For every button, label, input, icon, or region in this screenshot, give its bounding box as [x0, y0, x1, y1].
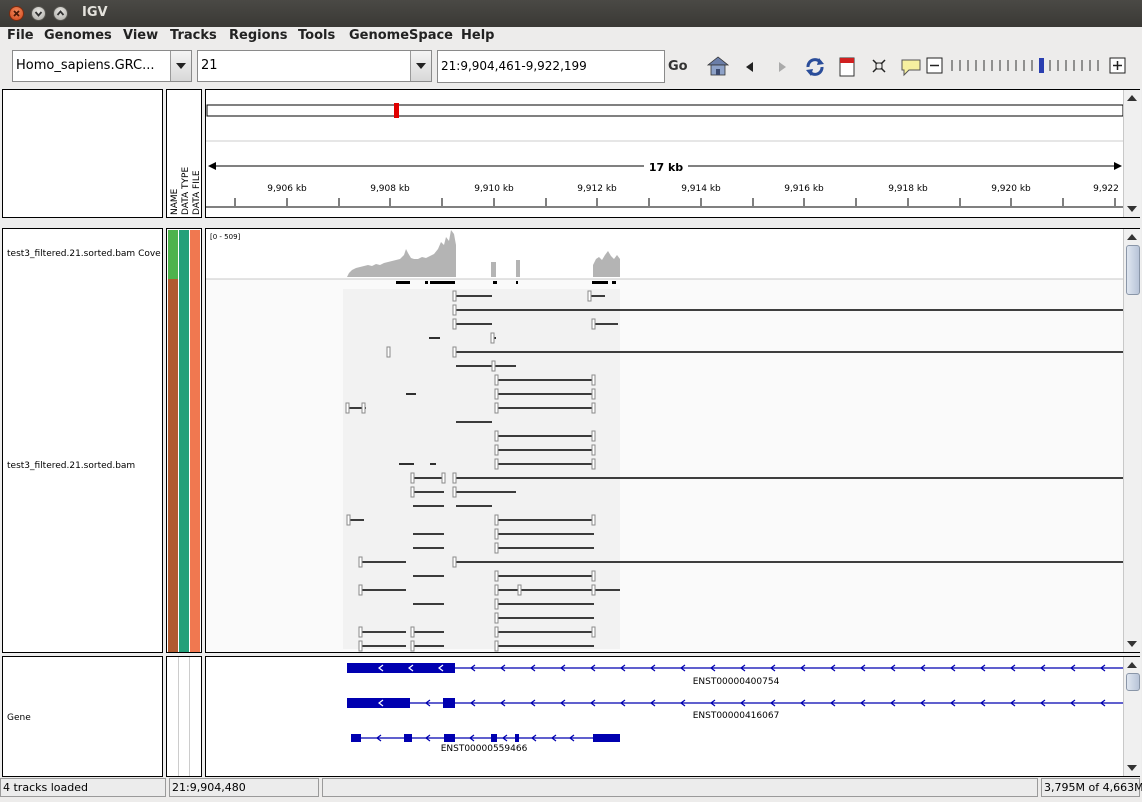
transcript-label: ENST00000416067 [693, 711, 780, 721]
feature-panel-scrollbar[interactable] [1123, 657, 1141, 776]
ruler-tick-label: 9,920 kb [991, 184, 1031, 194]
gene-track-name[interactable]: Gene [7, 713, 31, 723]
data-panel[interactable]: [0 - 509] [205, 228, 1141, 653]
locus-input[interactable]: 21:9,904,461-9,922,199 [437, 50, 665, 83]
maximize-window-button[interactable] [53, 6, 68, 21]
scroll-up-icon[interactable] [1127, 95, 1137, 101]
ruler-panel[interactable]: 17 kb 9,906 kb 9,908 kb 9,910 kb 9,912 k… [205, 89, 1141, 218]
menu-genomes[interactable]: Genomes [44, 28, 112, 43]
chevron-down-icon[interactable] [170, 51, 191, 81]
attr-header-name: NAME [170, 188, 180, 215]
ruler-span-label: 17 kb [649, 161, 683, 174]
menu-view[interactable]: View [123, 28, 159, 43]
chromosome-value: 21 [201, 58, 218, 73]
alignment-svg: [0 - 509] [206, 229, 1124, 652]
status-bar: 4 tracks loaded 21:9,904,480 3,795M of 4… [0, 777, 1142, 802]
transcript-ENST00000416067: ENST00000416067 [347, 698, 1124, 721]
scroll-down-icon[interactable] [1127, 641, 1137, 647]
minimize-icon [34, 11, 43, 17]
current-region-marker [394, 103, 399, 118]
data-panel-scrollbar[interactable] [1123, 229, 1141, 652]
ruler-svg: 17 kb 9,906 kb 9,908 kb 9,910 kb 9,912 k… [206, 103, 1124, 208]
genome-dropdown[interactable]: Homo_sapiens.GRC... [12, 50, 192, 82]
coverage-histogram [347, 230, 456, 277]
home-icon[interactable] [706, 55, 730, 77]
ruler-tick-label: 9,922 [1093, 184, 1119, 194]
region-of-interest-icon[interactable] [838, 56, 856, 78]
refresh-icon[interactable] [803, 55, 827, 79]
alignment-reads [347, 295, 1124, 647]
feature-panel[interactable]: ENST00000400754 ENST00000416067 [205, 656, 1141, 777]
chromosome-dropdown[interactable]: 21 [197, 50, 432, 82]
popup-info-icon[interactable] [900, 57, 922, 77]
attribute-header-panel: NAME DATA TYPE DATA FILE [166, 89, 202, 218]
status-memory[interactable]: 3,795M of 4,663M [1041, 778, 1142, 797]
menu-bar: File Genomes View Tracks Regions Tools G… [0, 27, 1142, 47]
menu-tracks[interactable]: Tracks [170, 28, 217, 43]
scroll-up-icon[interactable] [1127, 662, 1137, 668]
zoom-slider[interactable] [926, 57, 1130, 75]
window-title: IGV [82, 5, 108, 20]
attribute-headers: NAME DATA TYPE DATA FILE [170, 167, 201, 215]
title-bar: IGV [0, 0, 1142, 27]
chevron-down-icon[interactable] [410, 51, 431, 81]
ruler-tick-label: 9,908 kb [370, 184, 410, 194]
minimize-window-button[interactable] [31, 6, 46, 21]
attr-header-datatype: DATA TYPE [181, 167, 191, 215]
data-name-panel: test3_filtered.21.sorted.bam Cove test3_… [2, 228, 163, 653]
ruler-scrollbar[interactable] [1123, 90, 1141, 217]
attr-name-alignment[interactable] [168, 279, 178, 652]
ruler-tick-label: 9,914 kb [681, 184, 721, 194]
scroll-down-icon[interactable] [1127, 765, 1137, 771]
menu-tools[interactable]: Tools [298, 28, 336, 43]
ruler-tick-label: 9,916 kb [784, 184, 824, 194]
forward-icon[interactable] [776, 61, 788, 73]
attr-datatype[interactable] [179, 230, 189, 652]
header-name-panel [2, 89, 163, 218]
status-position: 21:9,904,480 [169, 778, 319, 797]
scroll-thumb[interactable] [1126, 245, 1140, 295]
ruler-tick-label: 9,910 kb [474, 184, 514, 194]
attr-header-datafile: DATA FILE [192, 170, 201, 215]
status-memory-text: 3,795M of 4,663M [1044, 781, 1142, 794]
genome-value: Homo_sapiens.GRC... [16, 58, 155, 73]
ruler-tick-label: 9,906 kb [267, 184, 307, 194]
maximize-icon [56, 10, 65, 16]
attr-datafile[interactable] [190, 230, 200, 652]
status-message [322, 778, 1038, 797]
attr-name-coverage[interactable] [168, 230, 178, 279]
scroll-thumb[interactable] [1126, 673, 1140, 691]
close-icon [13, 10, 20, 17]
scroll-down-icon[interactable] [1127, 206, 1137, 212]
status-position-text: 21:9,904,480 [172, 781, 246, 794]
transcript-ENST00000400754: ENST00000400754 [347, 663, 1124, 687]
gene-track-svg: ENST00000400754 ENST00000416067 [347, 663, 1124, 754]
chromosome-ideogram [206, 104, 1124, 117]
feature-attribute-panel [166, 656, 202, 777]
resize-to-window-icon[interactable] [870, 57, 888, 75]
locus-value: 21:9,904,461-9,922,199 [441, 59, 587, 73]
status-tracks-loaded: 4 tracks loaded [0, 778, 166, 797]
status-tracks-loaded-text: 4 tracks loaded [3, 781, 88, 794]
close-window-button[interactable] [9, 6, 24, 21]
transcript-ENST00000559466: ENST00000559466 [351, 734, 620, 754]
alignment-track-name[interactable]: test3_filtered.21.sorted.bam [7, 461, 136, 471]
scroll-up-icon[interactable] [1127, 234, 1137, 240]
ruler-tick-label: 9,912 kb [577, 184, 617, 194]
coverage-range-label: [0 - 509] [210, 233, 241, 241]
feature-name-panel: Gene [2, 656, 163, 777]
ruler-tick-label: 9,918 kb [888, 184, 928, 194]
data-attribute-panel [166, 228, 202, 653]
menu-file[interactable]: File [7, 28, 34, 43]
read-block-edges [345, 290, 596, 652]
transcript-label: ENST00000559466 [441, 744, 528, 754]
back-icon[interactable] [744, 61, 756, 73]
transcript-label: ENST00000400754 [693, 677, 780, 687]
go-button[interactable]: Go [668, 59, 688, 74]
menu-help[interactable]: Help [461, 28, 495, 43]
toolbar: Homo_sapiens.GRC... 21 21:9,904,461-9,92… [0, 47, 1142, 87]
coverage-track-name[interactable]: test3_filtered.21.sorted.bam Cove [7, 249, 161, 259]
menu-regions[interactable]: Regions [229, 28, 288, 43]
menu-genomespace[interactable]: GenomeSpace [349, 28, 453, 43]
